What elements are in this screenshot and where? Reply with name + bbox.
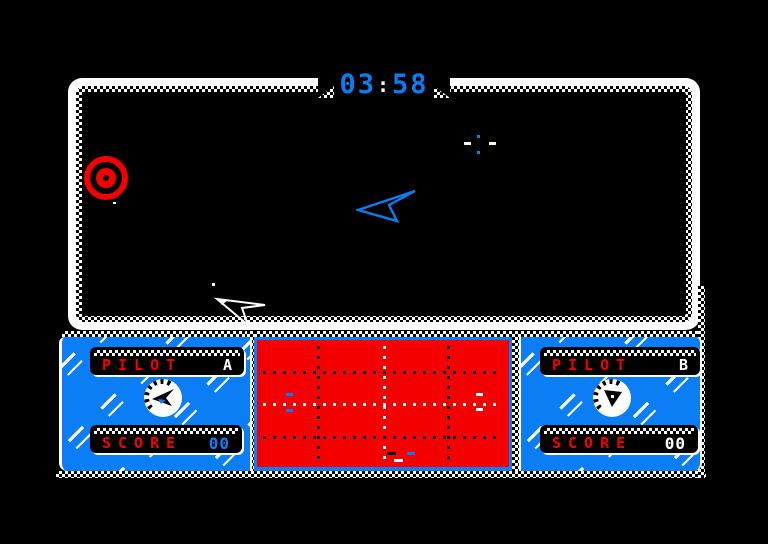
blue-ship <box>356 189 416 223</box>
star-dot <box>212 283 215 286</box>
score-box-checker <box>544 428 694 434</box>
name-box-checker <box>94 350 240 356</box>
bullseye-center <box>103 175 109 181</box>
score-label: SCORE <box>552 434 633 452</box>
target-bullseye <box>84 156 128 200</box>
pilot-b-heading-icon <box>593 379 631 417</box>
radar-gridline-h-black <box>263 371 503 374</box>
radar-display <box>254 337 512 471</box>
blip-white <box>394 459 403 462</box>
sparkle-right <box>489 142 496 145</box>
radar-gridline-h-white <box>263 403 503 406</box>
white-wireframe-ship <box>214 297 266 327</box>
timer-left-wedge <box>318 86 334 98</box>
timer-seconds: 58 <box>392 69 429 100</box>
star-dot <box>113 202 116 204</box>
timer-display: 03 : 58 <box>318 68 450 102</box>
pilot-a-panel: PILOT A SCORE 00 <box>59 337 252 471</box>
sparkle-left <box>464 142 471 145</box>
separator-radar-right <box>512 331 519 471</box>
pilot-a-heading-icon <box>144 379 182 417</box>
pilot-b-panel: PILOT B SCORE 00 <box>519 337 702 471</box>
pilot-label: PILOT <box>102 356 183 374</box>
viewport-frame <box>68 78 700 330</box>
viewport-checker-edge <box>76 86 692 322</box>
blip-white <box>476 393 483 396</box>
name-box-checker <box>544 350 696 356</box>
pilot-a-score-box: SCORE 00 <box>90 425 242 453</box>
blip-blue <box>407 452 415 455</box>
pilot-b-score-box: SCORE 00 <box>540 425 698 453</box>
pilot-b-score: 00 <box>664 433 686 453</box>
timer-right-wedge <box>434 86 450 98</box>
panel-bottom-border <box>56 471 706 478</box>
radar-gridline-h-black <box>263 436 503 439</box>
space-viewport[interactable] <box>82 92 686 316</box>
sparkle-bottom <box>477 151 480 154</box>
ship-nose <box>217 299 228 305</box>
timer-colon: : <box>376 73 392 97</box>
pilot-a-score: 00 <box>208 433 230 453</box>
blip-white <box>476 408 483 411</box>
panel-top-border <box>62 331 698 337</box>
ship-heading-down-icon <box>593 379 624 410</box>
score-label: SCORE <box>102 434 183 452</box>
blip-blue <box>286 409 293 412</box>
pilot-b-id: B <box>678 356 688 374</box>
radar-screen <box>257 340 509 467</box>
pilot-label: PILOT <box>552 356 633 374</box>
pilot-a-name-box: PILOT A <box>90 347 244 375</box>
blip-black <box>387 452 396 455</box>
timer-minutes: 03 <box>339 69 376 100</box>
pilot-a-id: A <box>222 356 232 374</box>
sparkle-top <box>477 135 480 138</box>
blip-blue <box>286 393 293 396</box>
pilot-b-name-box: PILOT B <box>540 347 700 375</box>
ship-heading-left-icon <box>144 379 175 410</box>
score-box-checker <box>94 428 238 434</box>
